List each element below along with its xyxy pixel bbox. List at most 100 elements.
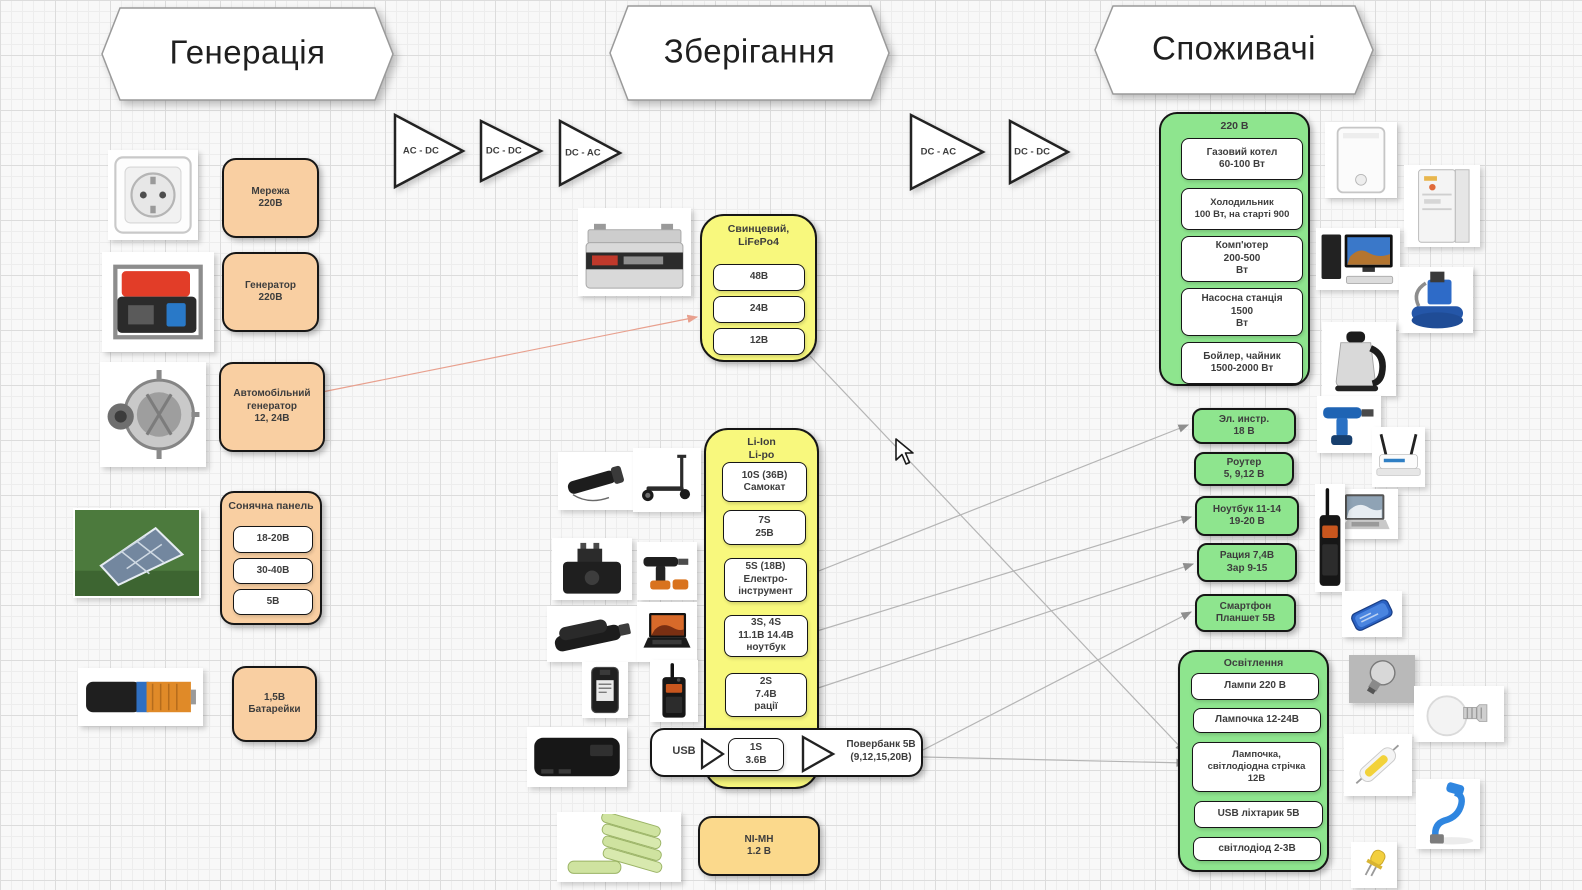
nimh-box[interactable]: NI-MH 1.2 В xyxy=(698,816,820,876)
solar-5v-box[interactable]: 5В xyxy=(233,589,313,615)
lighting-box[interactable]: Освітлення Лампи 220 В Лампочка 12-24В Л… xyxy=(1178,650,1329,872)
scooter-icon xyxy=(642,454,691,502)
tool-battery-photo[interactable] xyxy=(552,538,632,600)
laptop-battery-photo[interactable] xyxy=(547,606,637,662)
desktop-computer-photo[interactable] xyxy=(1316,228,1400,290)
phone-battery-icon xyxy=(591,666,619,714)
led-strip-box[interactable]: Лампочка, світлодіодна стрічка 12В xyxy=(1192,742,1321,792)
gas-boiler-box[interactable]: Газовий котел 60-100 Вт xyxy=(1181,138,1303,180)
batteries-1-5v-box[interactable]: 1,5В Батарейки xyxy=(232,666,317,742)
lead-lifepo4-title: Свинцевий, LiFePo4 xyxy=(727,223,790,248)
header-generation[interactable]: Генерація xyxy=(100,6,395,102)
usb-label: USB xyxy=(672,745,696,757)
liion-5s-box[interactable]: 5S (18В) Електро- інструмент xyxy=(724,558,807,602)
scooter-photo[interactable] xyxy=(633,448,701,512)
wifi-router-photo[interactable] xyxy=(1372,427,1425,487)
nimh-batteries-photo[interactable] xyxy=(557,812,681,882)
banner-shape xyxy=(1094,5,1374,95)
phone-battery-photo[interactable] xyxy=(582,662,628,718)
grid-220v-box[interactable]: Мережа 220В xyxy=(222,158,319,238)
nimh-label: NI-MH 1.2 В xyxy=(744,833,774,858)
incandescent-bulb-photo[interactable] xyxy=(1349,655,1415,703)
smartphone-photo[interactable] xyxy=(1342,591,1402,637)
cob-led-module-photo[interactable] xyxy=(1344,734,1412,796)
laptop-consumer-box[interactable]: Ноутбук 11-14 19-20 В xyxy=(1195,496,1299,536)
smartphone-label: Смартфон Планшет 5В xyxy=(1215,600,1276,625)
drill-photo[interactable] xyxy=(637,542,697,600)
triangle-shape xyxy=(558,118,623,188)
car-alternator-photo[interactable] xyxy=(100,362,206,467)
radio-consumer-box[interactable]: Рация 7,4В Зар 9-15 xyxy=(1197,543,1297,582)
lamps-220v-box[interactable]: Лампи 220 В xyxy=(1191,673,1319,700)
converter-dc-ac-1[interactable]: DC - AC xyxy=(557,118,625,188)
power-tools-box[interactable]: Эл. инстр. 18 В xyxy=(1192,408,1296,444)
bulb-12-24v-label: Лампочка 12-24В xyxy=(1214,714,1300,726)
solar-panel-box[interactable]: Сонячна панель 18-20В 30-40В 5В xyxy=(220,491,322,625)
header-storage[interactable]: Зберігання xyxy=(608,4,891,102)
cob-led-module-icon xyxy=(1355,744,1400,784)
liion-7s-box[interactable]: 7S 25В xyxy=(723,510,806,545)
handheld-radio-2-photo[interactable] xyxy=(1315,484,1345,592)
kettle-photo[interactable] xyxy=(1322,322,1396,396)
router-box[interactable]: Роутер 5, 9,12 В xyxy=(1194,452,1294,486)
converter-dc-dc-2[interactable]: DC - DC xyxy=(1007,118,1073,186)
lighting-title: Освітлення xyxy=(1223,657,1284,669)
flashlight-battery-photo[interactable] xyxy=(558,452,634,510)
smartphone-box[interactable]: Смартфон Планшет 5В xyxy=(1195,594,1296,632)
converter-dc-dc-1[interactable]: DC - DC xyxy=(478,118,546,184)
bulb-12-24v-box[interactable]: Лампочка 12-24В xyxy=(1193,708,1321,733)
car-generator-box[interactable]: Автомобільний генератор 12, 24В xyxy=(219,362,325,452)
converter-dc-ac-2[interactable]: DC - AC xyxy=(908,112,988,192)
power-socket-photo[interactable] xyxy=(108,150,198,240)
lead-12v-box[interactable]: 12В xyxy=(713,328,805,355)
lamps-220v-label: Лампи 220 В xyxy=(1224,680,1286,692)
laptop-icon xyxy=(643,612,691,648)
usb-powerbank-row[interactable]: USB 1S 3.6В Повербанк 5В (9,12,15,20В) xyxy=(650,728,923,777)
desktop-computer-icon xyxy=(1321,234,1394,284)
usb-flashlight-box[interactable]: USB ліхтарик 5В xyxy=(1194,801,1323,828)
computer-box[interactable]: Комп'ютер 200-500 Вт xyxy=(1181,236,1303,282)
liion-2s-box[interactable]: 2S 7.4В рації xyxy=(725,673,807,717)
consumers-220v-box[interactable]: 220 В Газовий котел 60-100 Вт Холодильни… xyxy=(1159,112,1310,386)
lead-lifepo4-box[interactable]: Свинцевий, LiFePo4 48В 24В 12В xyxy=(700,214,817,362)
boiler-kettle-box[interactable]: Бойлер, чайник 1500-2000 Вт xyxy=(1181,342,1303,384)
solar-panel-photo[interactable] xyxy=(73,508,201,598)
solar-30-40v-box[interactable]: 30-40В xyxy=(233,558,313,584)
solar-18-20v-box[interactable]: 18-20В xyxy=(233,526,313,553)
solar-18-20v-label: 18-20В xyxy=(256,533,290,545)
header-generation-label: Генерація xyxy=(169,33,326,71)
power-bank-photo[interactable] xyxy=(527,727,627,787)
fridge-box[interactable]: Холодильник 100 Вт, на старті 900 xyxy=(1181,188,1303,230)
aa-battery-photo[interactable] xyxy=(78,668,203,726)
converter-label: DC - DC xyxy=(1014,146,1051,158)
converter-ac-dc[interactable]: AC - DC xyxy=(392,112,468,190)
laptop-2-icon xyxy=(1339,494,1390,530)
radio-consumer-label: Рация 7,4В Зар 9-15 xyxy=(1219,550,1275,574)
pump-station-photo[interactable] xyxy=(1399,267,1473,333)
generator-220v-label: Генератор 220В xyxy=(245,279,296,304)
laptop-photo[interactable] xyxy=(637,602,697,662)
lead-48v-label: 48В xyxy=(749,271,769,283)
fridge-photo[interactable] xyxy=(1404,165,1480,247)
pump-station-box[interactable]: Насосна станція 1500 Вт xyxy=(1181,288,1303,336)
header-consumers[interactable]: Споживачі xyxy=(1093,4,1375,96)
led-bulb-photo[interactable] xyxy=(1414,686,1504,742)
pump-station-label: Насосна станція 1500 Вт xyxy=(1201,293,1283,330)
gas-boiler-photo[interactable] xyxy=(1325,122,1397,198)
liion-10s-box[interactable]: 10S (36В) Самокат xyxy=(722,462,807,502)
led-diode-photo[interactable] xyxy=(1351,842,1397,888)
lead-24v-box[interactable]: 24В xyxy=(713,296,805,323)
generator-photo[interactable] xyxy=(102,252,214,352)
car-battery-photo[interactable] xyxy=(578,208,691,296)
liion-3s4s-box[interactable]: 3S, 4S 11.1В 14.4В ноутбук xyxy=(724,615,808,657)
cordless-drill-photo[interactable] xyxy=(1317,396,1381,453)
mouse-cursor xyxy=(895,438,914,465)
usb-lamp-photo[interactable] xyxy=(1416,779,1480,849)
tool-battery-icon xyxy=(563,542,621,594)
lead-48v-box[interactable]: 48В xyxy=(713,264,805,291)
generator-220v-box[interactable]: Генератор 220В xyxy=(222,252,319,332)
led-diode-box[interactable]: світлодіод 2-3В xyxy=(1193,837,1321,861)
handheld-radio-photo[interactable] xyxy=(650,660,698,722)
cell-1s-box[interactable]: 1S 3.6В xyxy=(728,738,784,771)
